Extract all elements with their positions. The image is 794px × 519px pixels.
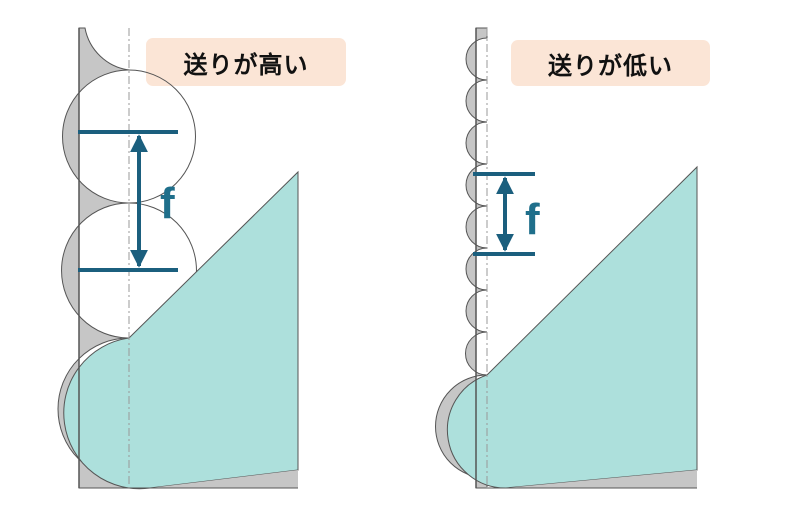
panel-left-title: 送りが高い [146, 38, 346, 86]
right-feed-label: f [525, 195, 540, 244]
left-cutter-body [63, 170, 299, 490]
left-base-strip [129, 470, 298, 488]
panel-right: f [435, 27, 698, 489]
panel-left: f [57, 27, 299, 490]
left-feed-label: f [160, 179, 175, 228]
panel-right-title: 送りが低い [511, 40, 710, 86]
right-cutter-body [446, 165, 698, 489]
right-base-strip [487, 470, 697, 488]
